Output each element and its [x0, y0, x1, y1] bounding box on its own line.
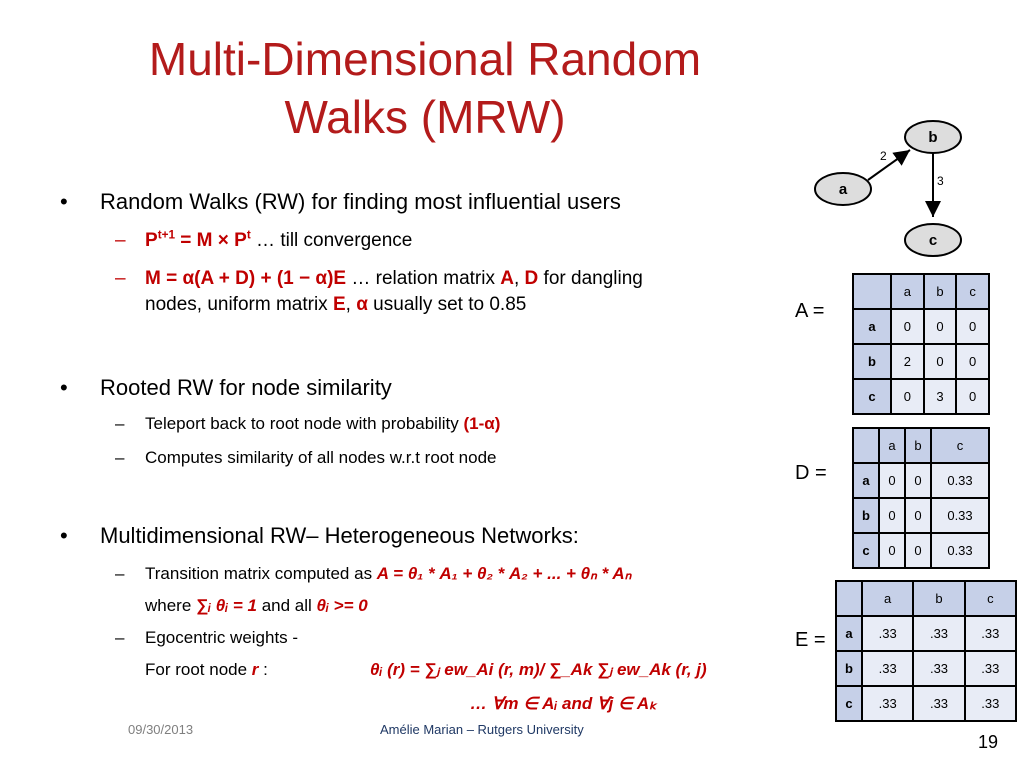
dash: – [115, 230, 126, 251]
dash: – [115, 564, 125, 583]
sub-bullet-egocentric: – Egocentric weights - [115, 626, 298, 650]
sub-bullet-similarity: – Computes similarity of all nodes w.r.t… [115, 446, 497, 470]
matrix-e-label: E = [795, 629, 826, 651]
matrix-d-label: D = [795, 462, 827, 484]
table-row: a.33.33.33 [835, 615, 1018, 652]
node-c [904, 223, 962, 257]
bullet-rooted-rw: • Rooted RW for node similarity [60, 375, 392, 400]
node-a [814, 172, 872, 206]
sub-bullet-m-formula: – M = α(A + D) + (1 − α)E … relation mat… [115, 268, 643, 315]
dash: – [115, 414, 125, 433]
node-b-label: b [928, 129, 937, 146]
sub-bullet-pt-formula: – Pt+1 = M × Pt … till convergence [115, 228, 412, 254]
page-number: 19 [978, 732, 999, 752]
sub-bullet-transition: – Transition matrix computed as A = θ₁ *… [115, 564, 632, 615]
footer-date: 09/30/2013 [128, 722, 194, 737]
edge-ab-weight: 2 [880, 149, 887, 163]
title-line-2: Walks (MRW) [284, 91, 566, 143]
edge-a-b [867, 149, 911, 181]
table-row: b.33.33.33 [835, 650, 1018, 687]
graph-diagram: a b c 2 3 [814, 120, 962, 257]
bullet-dot: • [60, 375, 68, 400]
bullet-random-walks: • Random Walks (RW) for finding most inf… [60, 189, 621, 214]
matrix-a-label: A = [795, 300, 825, 322]
node-a-label: a [839, 181, 848, 198]
node-c-label: c [929, 232, 937, 249]
slide-title: Multi-Dimensional Random Walks (MRW) [60, 30, 790, 146]
root-node-line: For root node r : [145, 660, 268, 679]
edge-bc-weight: 3 [937, 174, 944, 188]
sub-bullet-teleport: – Teleport back to root node with probab… [115, 412, 500, 436]
table-row: c.33.33.33 [835, 685, 1018, 722]
dash: – [115, 448, 125, 467]
bullet-dot: • [60, 189, 68, 214]
quantifier-formula: … ∀m ∈ Aᵢ and ∀j ∈ Aₖ [470, 694, 657, 713]
bullet-dot: • [60, 523, 68, 548]
footer-author: Amélie Marian – Rutgers University [380, 722, 584, 737]
node-b [904, 120, 962, 154]
bullet-multidimensional: • Multidimensional RW– Heterogeneous Net… [60, 523, 579, 548]
dash: – [115, 628, 125, 647]
egocentric-formula: θᵢ (r) = ∑ⱼ ew_Ai (r, m)/ ∑_Ak ∑ⱼ ew_Ak … [370, 660, 707, 679]
title-line-1: Multi-Dimensional Random [148, 33, 702, 85]
dash: – [115, 268, 126, 289]
